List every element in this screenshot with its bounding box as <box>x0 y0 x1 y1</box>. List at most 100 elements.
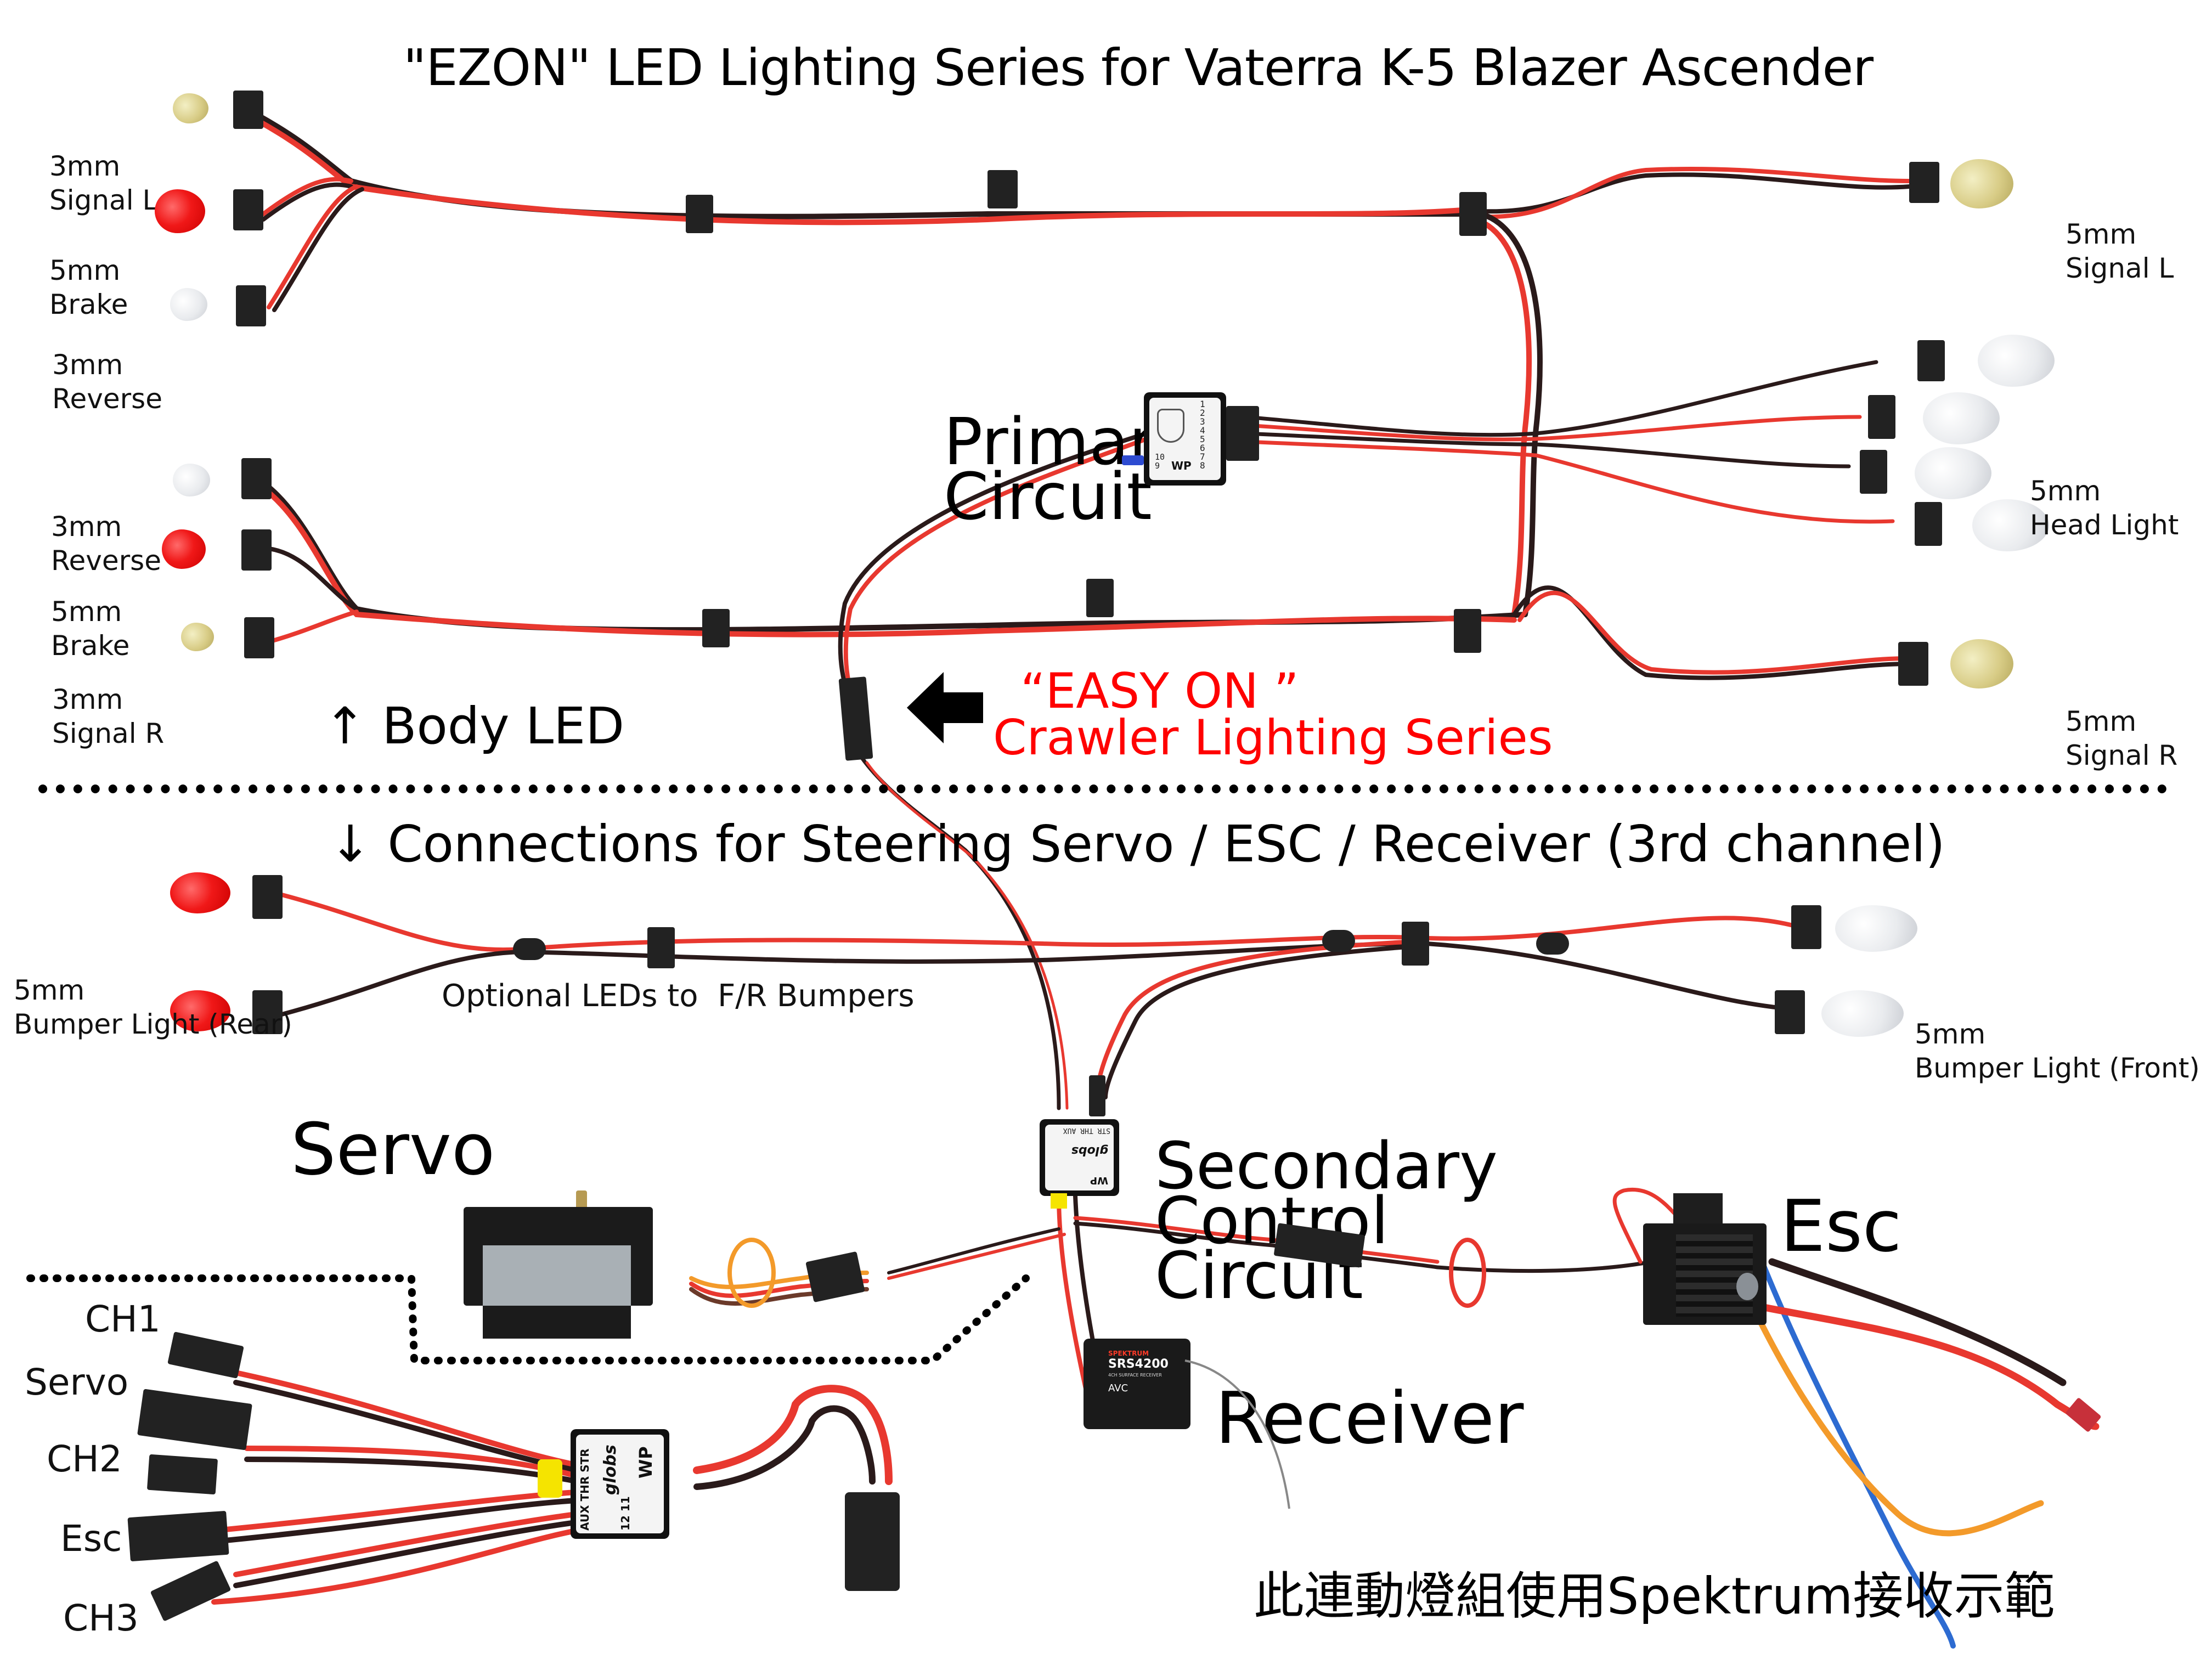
led-red-5mm-icon <box>155 189 205 233</box>
callout-crawler-lighting: Crawler Lighting Series <box>993 709 1553 766</box>
heatshrink-joint-icon <box>513 938 546 960</box>
body-led-section-label: ↑ Body LED <box>324 697 625 755</box>
optional-leds-note: Optional LEDs to F/R Bumpers <box>442 978 915 1014</box>
heatshrink-joint-icon <box>1322 930 1355 952</box>
connector-plug-icon <box>233 189 263 230</box>
section-divider <box>38 785 2167 793</box>
callout-easy-on: “EASY ON ” <box>1020 663 1299 719</box>
cable-clip-icon <box>702 609 730 647</box>
brand-logo: globs <box>1071 1144 1108 1158</box>
receiver-label-panel: SPEKTRUM SRS4200 4CH SURFACE RECEIVER AV… <box>1108 1350 1185 1394</box>
wire-harness-top <box>255 112 1911 617</box>
led-red-5mm-icon <box>170 990 230 1031</box>
led-white-5mm-icon <box>1978 335 2055 387</box>
cable-clip-icon <box>647 927 675 968</box>
receiver-device: SPEKTRUM SRS4200 4CH SURFACE RECEIVER AV… <box>1084 1339 1190 1429</box>
wire-bumpers <box>278 892 1802 1099</box>
connector-plug-icon <box>1917 340 1945 381</box>
connector-plug-icon <box>252 990 283 1034</box>
connector-plug-icon <box>1775 990 1805 1034</box>
dotted-bracket <box>26 1274 1030 1364</box>
brand-logo: globs <box>601 1444 620 1495</box>
wp-mark: WP <box>1090 1175 1108 1186</box>
primary-pin-labels: 1 2 3 4 5 6 7 8 <box>1200 399 1205 471</box>
cable-clip-icon <box>1402 922 1429 966</box>
receiver-antenna <box>1184 1359 1290 1509</box>
ch1-label: CH1 <box>85 1298 161 1340</box>
wire-easy-on-lead <box>859 755 1069 1110</box>
secondary-port-labels: STR THR AUX <box>1063 1126 1110 1135</box>
page-title: "EZON" LED Lighting Series for Vaterra K… <box>403 38 1874 97</box>
receiver-subtitle: 4CH SURFACE RECEIVER <box>1108 1373 1162 1378</box>
cable-clip-icon <box>1086 579 1114 617</box>
led-red-5mm-icon <box>170 872 230 913</box>
connections-section-label: ↓ Connections for Steering Servo / ESC /… <box>329 815 1945 873</box>
secondary-input-connector <box>1089 1075 1105 1116</box>
primary-output-connector <box>1226 406 1259 461</box>
led-white-3mm-icon <box>170 288 207 321</box>
esc-capacitor-icon <box>1736 1273 1758 1300</box>
led-yellow-3mm-icon <box>173 93 208 123</box>
cable-clip-icon <box>1459 192 1487 236</box>
connector-plug-icon <box>1909 162 1939 203</box>
ch2-label: CH2 <box>47 1438 122 1480</box>
esc-channel-label: Esc <box>60 1517 122 1560</box>
led-white-5mm-icon <box>1821 990 1904 1037</box>
detail-circuit-module: WP globs AUX THR STR 12 11 <box>571 1429 669 1539</box>
connector-plug-icon <box>236 285 266 326</box>
led-red-5mm-icon <box>162 529 206 569</box>
wp-mark: WP <box>1171 459 1192 472</box>
dragon-logo-icon <box>1157 409 1184 443</box>
connector-plug-icon <box>1915 502 1942 546</box>
arrow-left-icon <box>907 672 983 743</box>
led-white-5mm-icon <box>1915 447 1991 499</box>
cable-clip-icon <box>686 195 713 233</box>
receiver-brand: SPEKTRUM <box>1108 1350 1149 1357</box>
wp-mark: WP <box>635 1446 656 1479</box>
receiver-label: Receiver <box>1215 1376 1524 1460</box>
connector-plug-icon <box>233 91 263 129</box>
chinese-note: 此連動燈組使用Spektrum接收示範 <box>1254 1567 2055 1626</box>
yellow-heatshrink-icon <box>538 1459 562 1498</box>
led-yellow-5mm-icon <box>1950 639 2013 689</box>
receiver-model: SRS4200 <box>1108 1357 1169 1371</box>
connector-plug-icon <box>241 529 272 571</box>
cable-clip-icon <box>1454 609 1481 653</box>
led-white-5mm-icon <box>1923 392 2000 444</box>
led-white-5mm-icon <box>1835 905 1917 952</box>
servo-channel-label: Servo <box>25 1361 129 1403</box>
cable-clip-icon <box>988 170 1018 208</box>
led-white-3mm-icon <box>173 464 210 496</box>
servo-label-band <box>483 1245 631 1306</box>
wire-harness-bottom <box>261 480 1911 680</box>
esc-channel-connector <box>127 1510 229 1562</box>
primary-circuit-module: 1 2 3 4 5 6 7 8 10 9 WP <box>1144 392 1226 486</box>
primary-pin-labels-left: 10 9 <box>1155 452 1165 471</box>
led-yellow-5mm-icon <box>1950 159 2013 208</box>
connector-plug-icon <box>1791 905 1821 949</box>
esc-device <box>1643 1223 1767 1325</box>
connector-plug-icon <box>1860 450 1887 494</box>
secondary-circuit-module: WP globs STR THR AUX <box>1040 1119 1119 1196</box>
connector-plug-icon <box>244 617 274 658</box>
led-white-5mm-icon <box>1972 499 2049 551</box>
led-yellow-3mm-icon <box>181 623 214 651</box>
connector-plug-icon <box>1898 642 1928 686</box>
avc-logo: AVC <box>1108 1383 1128 1394</box>
ch2-connector <box>146 1454 218 1495</box>
yellow-heatshrink-icon <box>1051 1193 1067 1209</box>
servo-body-bottom <box>483 1306 631 1339</box>
servo-label: Servo <box>291 1108 495 1191</box>
detail-port-labels: AUX THR STR <box>578 1448 591 1531</box>
